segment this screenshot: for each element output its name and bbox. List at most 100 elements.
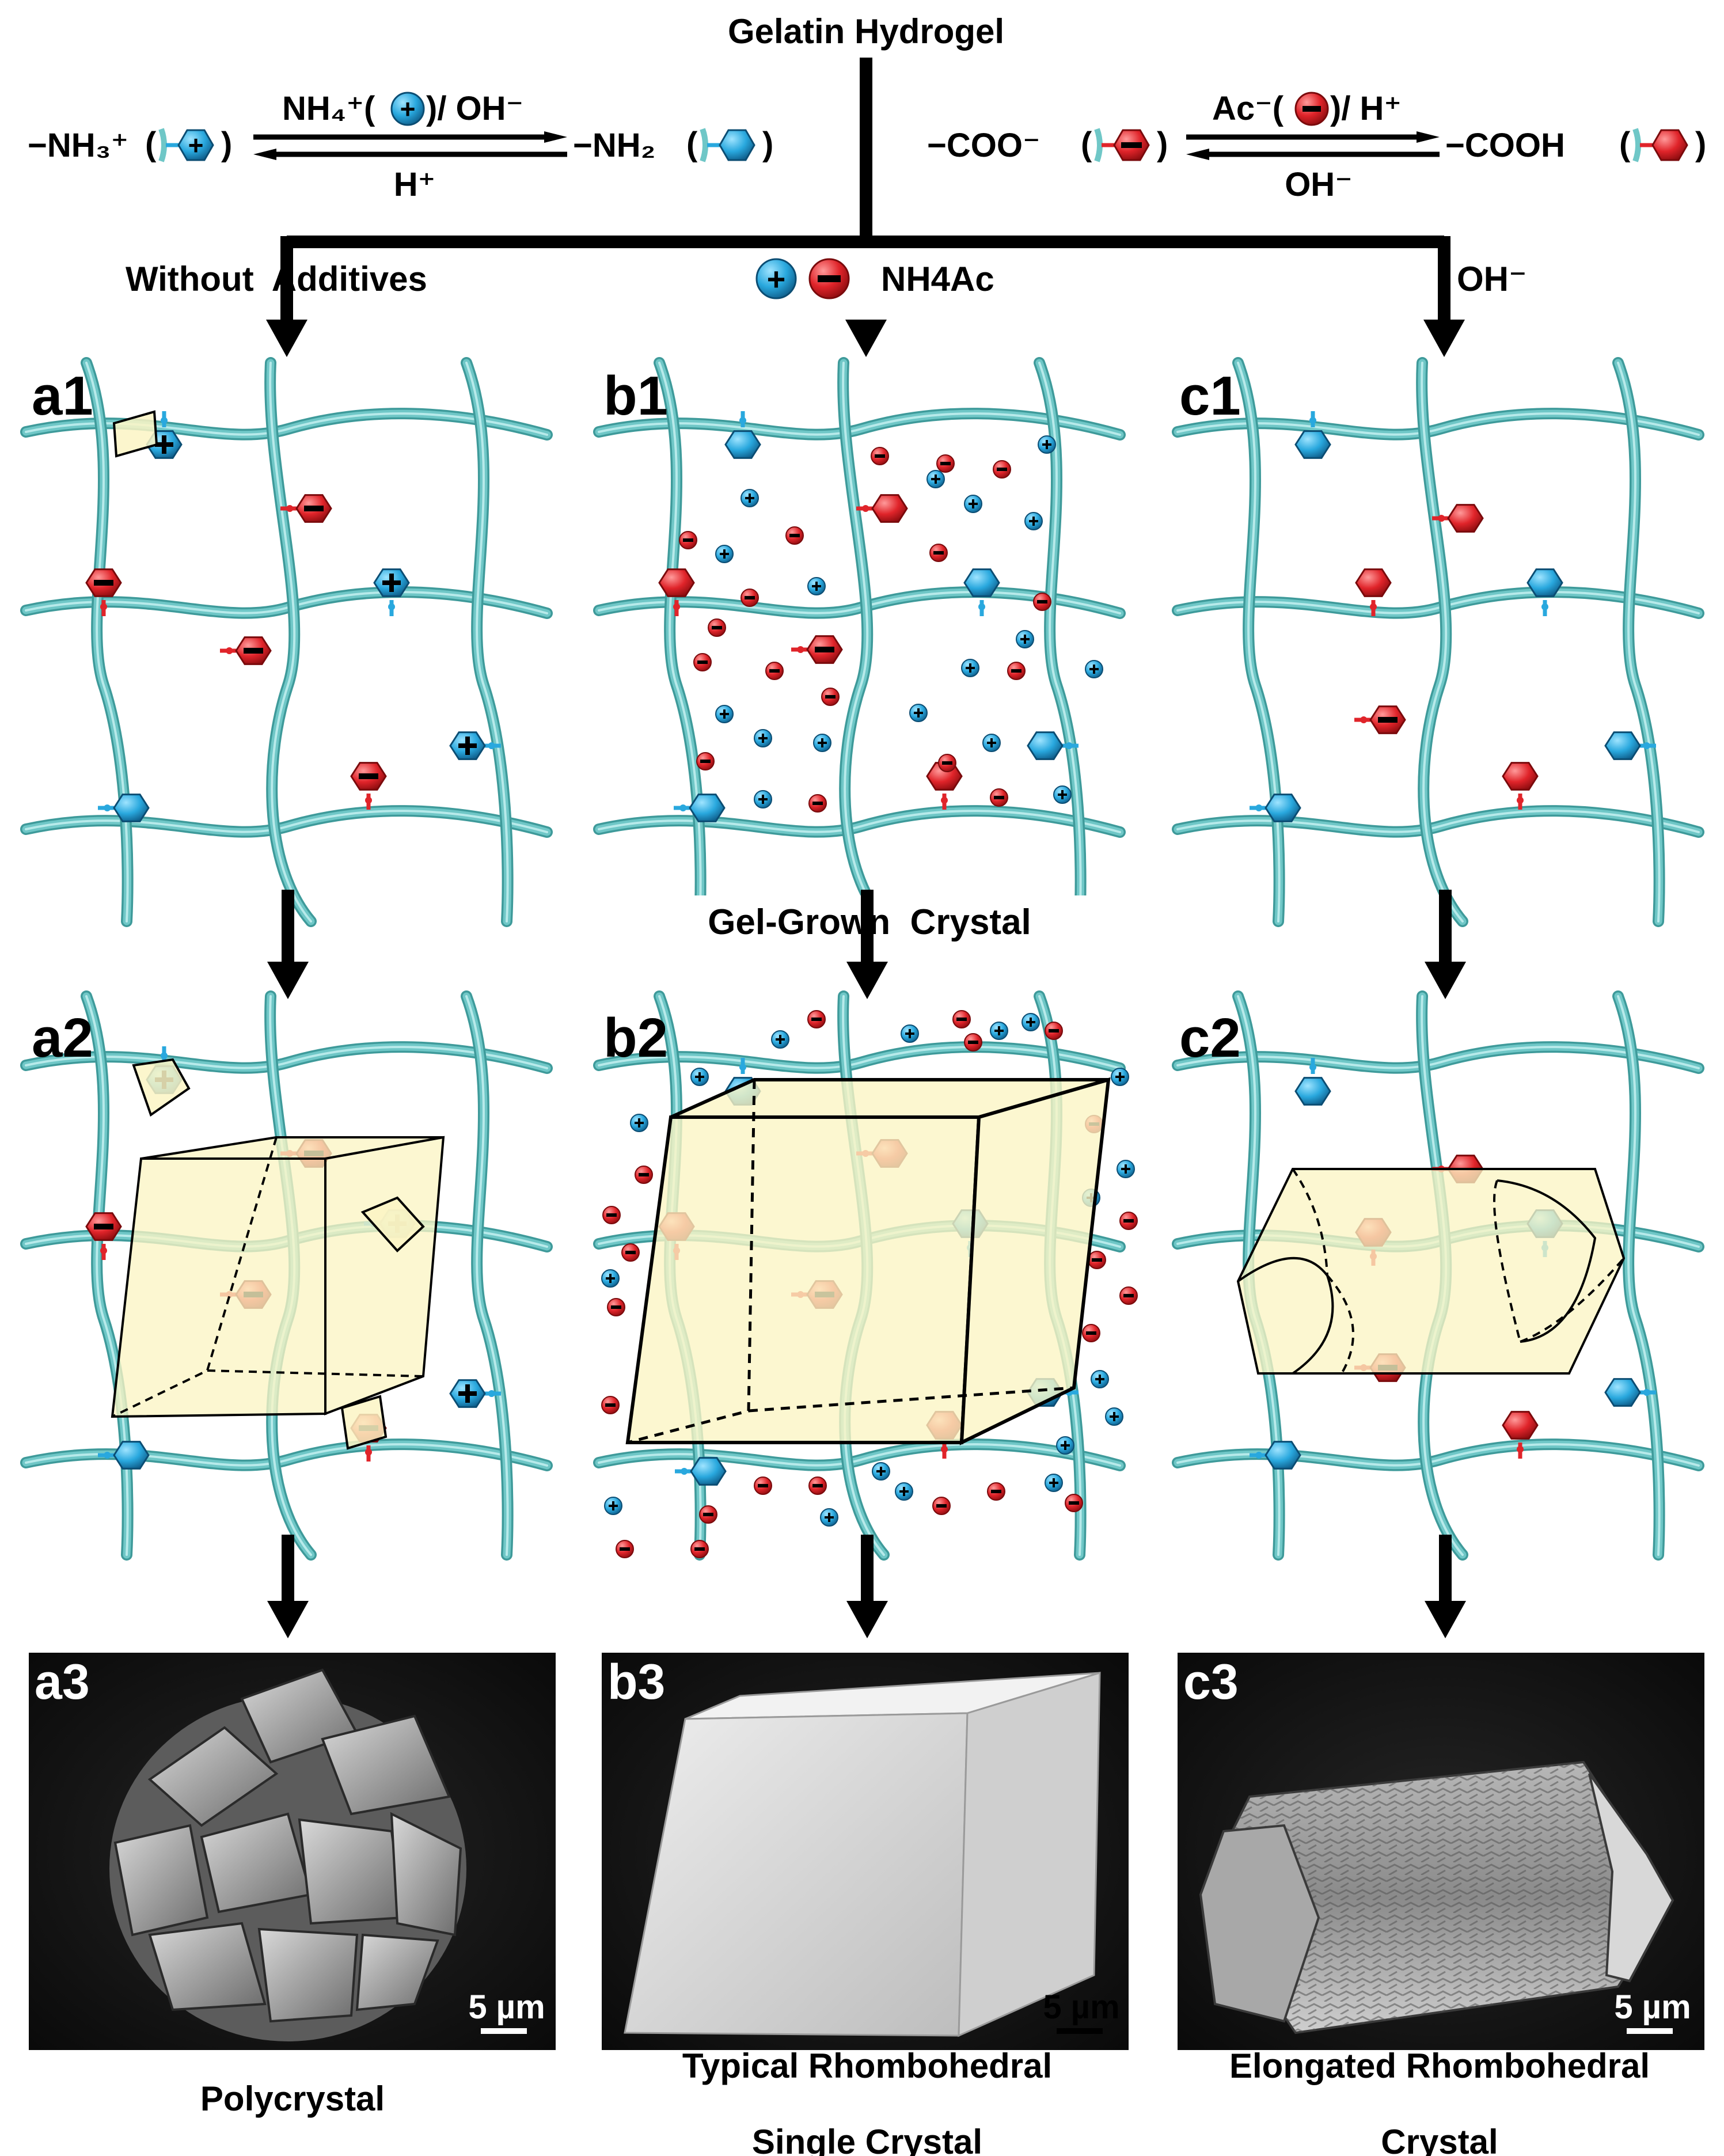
functional-group [1294,1058,1331,1106]
anion [621,1243,640,1262]
small-crystal [340,1395,388,1450]
hexagon-icon [1604,1378,1641,1407]
functional-group [1250,1441,1301,1470]
cation [926,470,945,488]
title-label: Gelatin Hydrogel [728,12,1004,51]
minus-sign-icon [639,1173,649,1176]
plus-sign-icon: + [188,130,204,160]
panel-label-b3: b3 [607,1654,665,1710]
mid-label: Gel-Grown Crystal [708,902,1031,942]
minus-sign-icon [956,1018,967,1021]
anion [607,1298,625,1316]
hexagon-icon [1447,504,1484,533]
functional-group [1354,705,1406,734]
functional-group [1432,504,1484,533]
minus-sign-icon [1049,1029,1059,1033]
crystal-a2 [111,410,445,1450]
anion [1007,662,1026,680]
functional-group [674,794,726,822]
functional-group [85,1212,122,1260]
hexagon-icon [1294,1077,1331,1106]
arrowhead-c1 [1423,320,1465,357]
cation [604,1497,622,1515]
anion [696,752,715,770]
cation [990,1022,1008,1040]
amine-reverse-label: H⁺ [394,166,436,203]
cation [1105,1407,1123,1426]
gel-fiber [654,357,707,927]
caption-b-line2: Single Crystal [752,2123,982,2156]
svg-text:): ) [221,126,232,163]
anion [964,1033,982,1052]
cation [601,1269,620,1288]
minus-sign-icon [244,648,263,654]
svg-text:(: ( [686,126,698,163]
functional-group [1355,568,1392,616]
carboxyl-right-label: −COOH [1445,127,1565,164]
minus-sign-icon [605,1403,616,1407]
functional-group [1502,1411,1539,1459]
panel-label-a2: a2 [32,1007,93,1069]
anion [821,688,840,706]
sem-panel-c3 [1178,1653,1704,2050]
crystal-end-face [1588,1772,1674,1983]
functional-group [98,1441,150,1470]
amine-left-label: −NH₃⁺ [28,127,128,164]
crystal-c2 [1236,1168,1626,1375]
minus-sign-icon [933,551,944,555]
minus-sign-icon [1037,600,1047,603]
anion [993,460,1011,479]
condition-label-a: Without Additives [126,260,427,298]
hexagon-icon [1604,731,1641,760]
functional-group [1526,568,1563,616]
minus-sign-icon [811,1018,822,1021]
minus-sign-icon [625,1251,636,1254]
crystal-end-face [1199,1824,1320,2023]
gel-grid [20,357,553,927]
functional-group [449,731,501,760]
hexagon-icon [871,494,908,523]
cation [1091,1370,1109,1388]
acetate-ion-symbol [1294,92,1329,126]
hexagon-icon [689,794,726,822]
minus-sign-icon [991,1490,1001,1493]
functional-group [963,568,1000,616]
anion [1033,593,1051,611]
hexagon-icon [1651,129,1688,161]
minus-sign-icon [700,760,711,763]
cation [1111,1068,1129,1086]
scale-bar-label: 5 µm [1043,1988,1119,2026]
anion [990,788,1008,807]
cation [1117,1160,1135,1178]
cation [820,1508,838,1527]
crystal-front-face [625,1115,981,1444]
minus-sign-icon [812,1484,823,1487]
hexagon-icon [1264,1441,1301,1470]
anion [1065,1494,1083,1512]
amine-right-symbol: () [686,126,773,163]
crystal-side-face [959,1077,1111,1445]
anion [765,662,784,680]
minus-sign-icon [94,1224,113,1229]
minus-sign-icon [994,796,1004,799]
anion [690,1540,709,1558]
hexagon-icon [690,1457,727,1486]
hexagon-icon [1502,1411,1539,1440]
svg-text:): ) [1695,126,1706,163]
carboxyl-right-symbol: () [1619,126,1706,163]
functional-group [724,411,761,459]
anion [708,618,726,637]
anion [601,1396,620,1414]
scale-bar-a3: 5 µm [468,1988,545,2034]
anion [807,1010,826,1028]
svg-text:(: ( [1619,126,1631,163]
hexagon-icon [1027,731,1064,760]
minus-sign-icon [1123,1294,1134,1297]
cation [630,1114,648,1132]
cation [690,1068,709,1086]
cation [715,705,734,723]
scale-bar-label: 5 µm [468,1988,545,2026]
functional-group [373,568,410,616]
anion [871,447,889,465]
minus-sign-icon [683,538,693,542]
